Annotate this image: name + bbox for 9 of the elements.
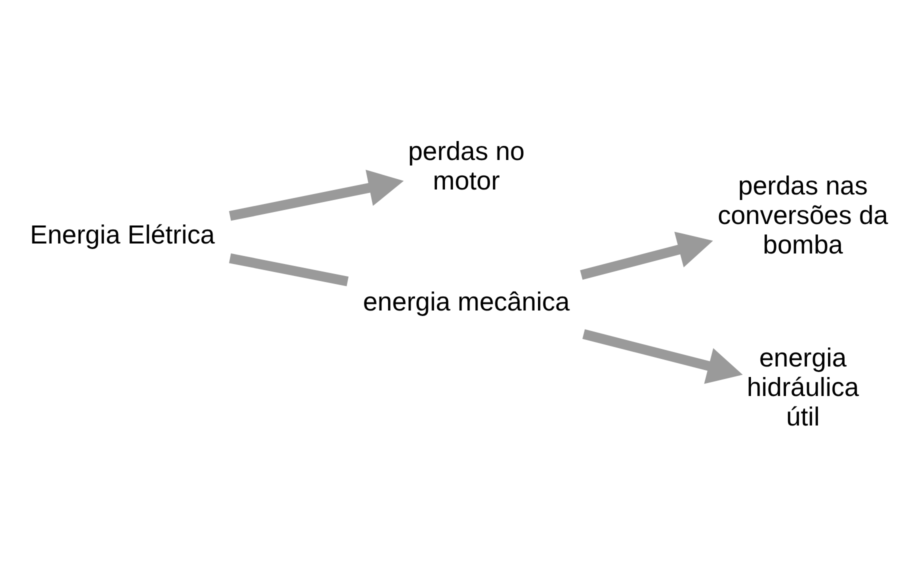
arrow — [580, 231, 713, 280]
connector — [229, 252, 349, 286]
node-text: energia mecânica — [363, 286, 570, 316]
arrow — [229, 169, 404, 220]
node-text: perdas nas conversões da bomba — [718, 170, 888, 259]
arrow — [582, 328, 743, 384]
node-text: perdas no motor — [408, 136, 525, 196]
node-text: energia hidráulica útil — [746, 342, 859, 431]
node-text: Energia Elétrica — [30, 219, 215, 250]
